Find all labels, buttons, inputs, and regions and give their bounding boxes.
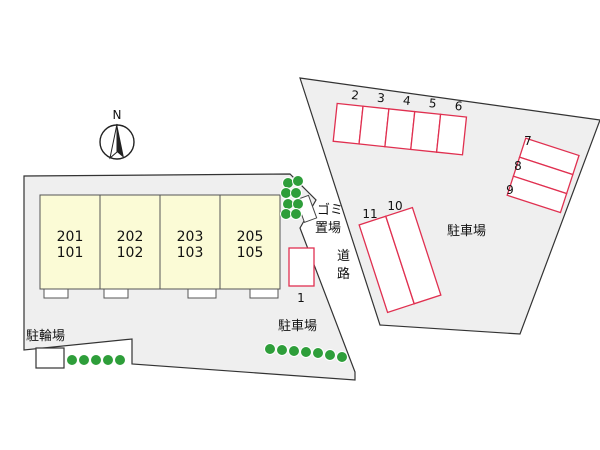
tree — [282, 198, 294, 210]
tree — [280, 208, 292, 220]
parking-number: 6 — [454, 99, 463, 114]
unit-lower-number: 103 — [177, 245, 204, 261]
parking-pair-diagonal — [358, 206, 442, 314]
tree — [78, 354, 90, 366]
parking-number: 3 — [376, 91, 385, 106]
unit-block: 201 101 — [39, 194, 101, 299]
unit-upper-number: 205 — [237, 229, 264, 245]
unit-lower-number: 105 — [237, 245, 264, 261]
garbage-area-label: ゴミ — [317, 202, 343, 218]
parking-number: 2 — [351, 88, 360, 103]
tree — [324, 349, 336, 361]
tree — [114, 354, 126, 366]
unit-block: 203 103 — [159, 194, 221, 299]
unit-upper-number: 201 — [57, 229, 84, 245]
parking-number: 10 — [387, 199, 402, 213]
parking-number: 5 — [428, 96, 437, 111]
unit-upper-number: 203 — [177, 229, 204, 245]
tree — [290, 208, 302, 220]
north-label: N — [113, 108, 122, 122]
tree — [282, 177, 294, 189]
tree — [336, 351, 348, 363]
tree — [288, 345, 300, 357]
garbage-area-label: 置場 — [315, 221, 341, 236]
parking-number: 7 — [524, 134, 532, 148]
tree — [90, 354, 102, 366]
tree — [290, 187, 302, 199]
parking-lot-label-right: 駐車場 — [447, 224, 486, 239]
unit-upper-number: 202 — [117, 229, 144, 245]
bicycle-parking-label: 駐輪場 — [26, 328, 65, 344]
parking-row-top: 2 3 4 5 6 — [332, 88, 468, 156]
road-label: 道 — [337, 249, 350, 264]
building: 201 101 202 102 203 103 205 105 — [39, 194, 281, 299]
tree — [102, 354, 114, 366]
tree — [66, 354, 78, 366]
parking-lot-label-left: 駐車場 — [278, 319, 317, 334]
unit-block: 205 105 — [219, 194, 281, 299]
tree — [292, 198, 304, 210]
tree — [276, 344, 288, 356]
parking-number: 8 — [514, 159, 522, 173]
road-label: 路 — [337, 266, 350, 282]
tree — [280, 187, 292, 199]
parking-number: 1 — [297, 291, 305, 305]
tree — [292, 175, 304, 187]
bicycle-shed — [35, 347, 65, 369]
north-compass: N — [99, 108, 135, 160]
unit-lower-number: 102 — [117, 245, 144, 261]
parking-number: 4 — [402, 93, 411, 108]
parking-number: 11 — [362, 207, 377, 221]
unit-block: 202 102 — [99, 194, 161, 299]
parking-stack-right — [506, 137, 580, 214]
unit-lower-number: 101 — [57, 245, 84, 261]
tree — [264, 343, 276, 355]
tree — [312, 347, 324, 359]
parking-space-1: 1 — [288, 247, 315, 305]
trees — [66, 175, 348, 366]
tree — [300, 346, 312, 358]
parking-number: 9 — [506, 183, 514, 197]
